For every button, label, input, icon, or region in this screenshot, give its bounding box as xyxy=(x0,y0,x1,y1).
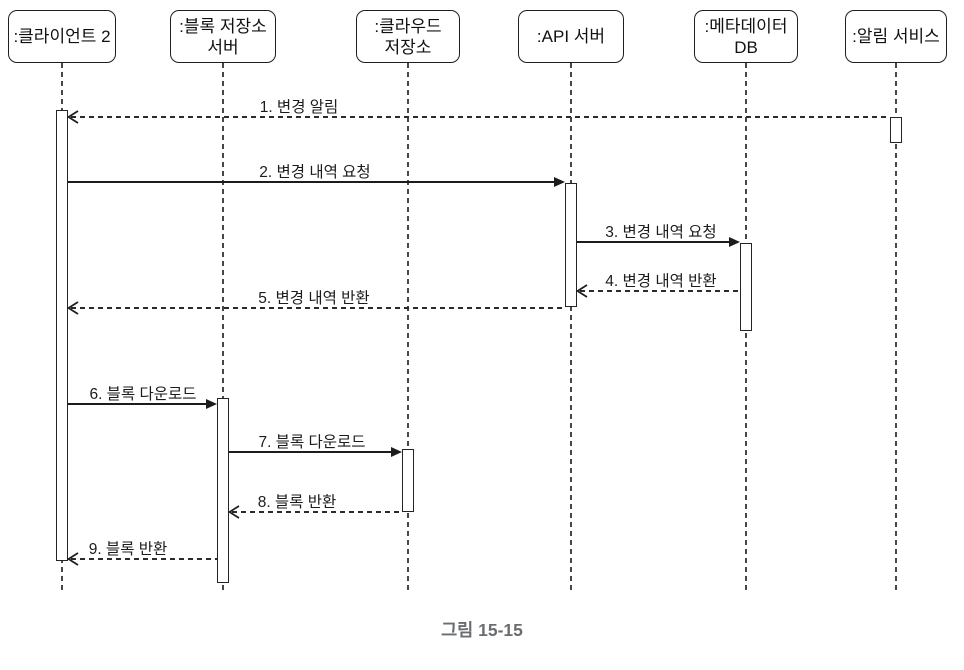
lifeline-api-server xyxy=(570,63,572,593)
message-label-5: 5. 변경 내역 반환 xyxy=(258,290,370,307)
message-line-2 xyxy=(68,181,556,183)
arrowhead-filled-2 xyxy=(554,177,565,187)
arrowhead-filled-6 xyxy=(206,399,217,409)
activation-block-storage-server xyxy=(217,398,229,583)
actor-box-block-storage-server: :블록 저장소 서버 xyxy=(170,10,276,63)
activation-client-2 xyxy=(56,110,68,561)
activation-api-server xyxy=(565,183,577,307)
actor-box-metadata-db: :메타데이터 DB xyxy=(694,10,798,63)
arrowhead-open-8 xyxy=(227,504,241,520)
message-line-3 xyxy=(577,241,731,243)
actor-label-metadata-db: :메타데이터 DB xyxy=(704,16,788,57)
activation-notification-service xyxy=(890,117,902,143)
actor-label-client-2: :클라이언트 2 xyxy=(13,27,111,46)
actor-box-api-server: :API 서버 xyxy=(518,10,624,63)
arrowhead-open-4 xyxy=(575,283,589,299)
message-label-8: 8. 블록 반환 xyxy=(257,494,337,511)
actor-box-notification-service: :알림 서비스 xyxy=(845,10,947,63)
figure-caption: 그림 15-15 xyxy=(441,620,523,640)
lifeline-block-storage-server xyxy=(222,63,224,593)
message-label-7: 7. 블록 다운로드 xyxy=(258,434,366,451)
message-line-8 xyxy=(232,511,402,513)
arrowhead-filled-3 xyxy=(729,237,740,247)
message-line-7 xyxy=(229,451,393,453)
message-label-1: 1. 변경 알림 xyxy=(259,99,339,116)
message-label-2: 2. 변경 내역 요청 xyxy=(259,164,371,181)
message-line-5 xyxy=(71,307,565,309)
message-line-1 xyxy=(71,116,890,118)
arrowhead-open-9 xyxy=(66,551,80,567)
actor-label-notification-service: :알림 서비스 xyxy=(852,27,940,46)
message-label-9: 9. 블록 반환 xyxy=(88,541,168,558)
message-label-6: 6. 블록 다운로드 xyxy=(89,386,197,403)
message-label-4: 4. 변경 내역 반환 xyxy=(605,273,717,290)
lifeline-notification-service xyxy=(895,63,897,593)
actor-label-cloud-storage: :클라우드 저장소 xyxy=(374,16,442,57)
message-label-3: 3. 변경 내역 요청 xyxy=(605,224,717,241)
actor-box-cloud-storage: :클라우드 저장소 xyxy=(356,10,460,63)
actor-box-client-2: :클라이언트 2 xyxy=(8,10,116,63)
message-line-6 xyxy=(68,403,208,405)
arrowhead-filled-7 xyxy=(391,447,402,457)
actor-label-api-server: :API 서버 xyxy=(536,27,606,46)
message-line-4 xyxy=(580,290,740,292)
actor-label-block-storage-server: :블록 저장소 서버 xyxy=(179,16,267,57)
message-line-9 xyxy=(71,558,217,560)
activation-metadata-db xyxy=(740,243,752,331)
arrowhead-open-1 xyxy=(66,109,80,125)
activation-cloud-storage xyxy=(402,449,414,512)
lifeline-cloud-storage xyxy=(407,63,409,593)
arrowhead-open-5 xyxy=(66,300,80,316)
